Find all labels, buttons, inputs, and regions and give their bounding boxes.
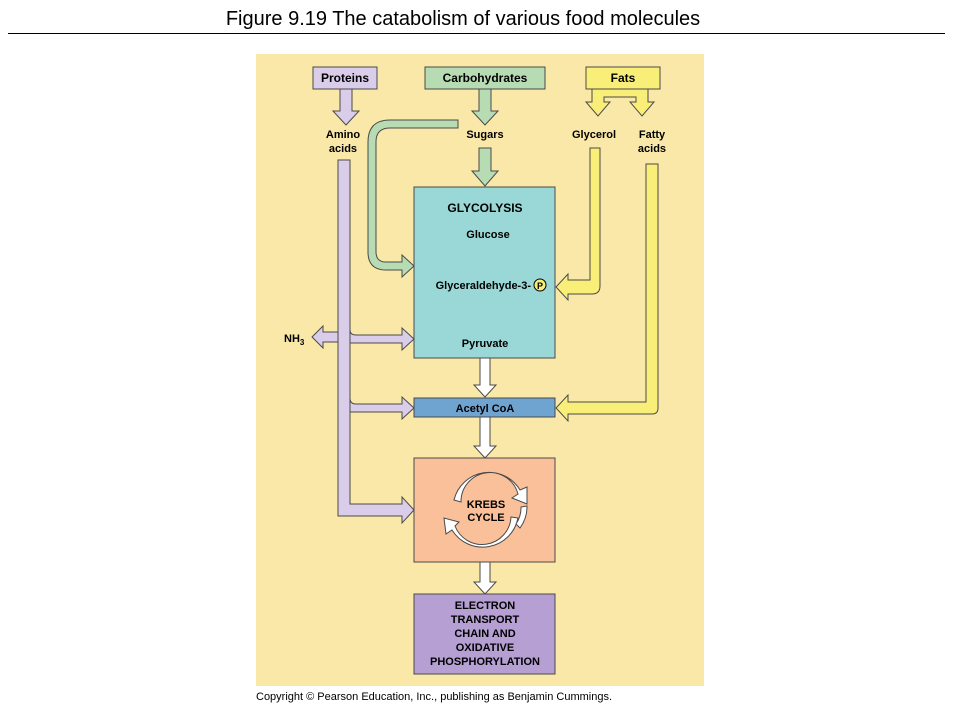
etc-label-line3: CHAIN AND xyxy=(454,628,515,640)
arrow-sugars-to-glycolysis xyxy=(470,147,500,187)
krebs-label-line1: KREBS xyxy=(467,499,506,511)
cycle-arrow-right xyxy=(515,505,528,529)
amino-acids-label-line1: Amino xyxy=(326,129,361,141)
arrow-proteins-to-amino-acids xyxy=(331,88,361,126)
arrow-nh3 xyxy=(311,324,339,350)
cycle-arrow-top xyxy=(453,471,528,505)
protein-pathway xyxy=(311,88,415,525)
etc-label-line5: PHOSPHORYLATION xyxy=(430,656,540,668)
arrow-pyruvate-to-acetyl-coa xyxy=(472,357,498,398)
fatty-acids-label-line1: Fatty xyxy=(639,129,666,141)
nh3-main: NH xyxy=(284,333,300,345)
sugars-label: Sugars xyxy=(466,129,503,141)
arrow-glycerol-to-g3p xyxy=(555,147,601,302)
glucose-label: Glucose xyxy=(466,229,509,241)
arrow-fats-split xyxy=(584,88,656,117)
arrow-amino-acids-to-pyruvate xyxy=(349,326,415,352)
fats-label: Fats xyxy=(611,71,636,85)
etc-label-line4: OXIDATIVE xyxy=(456,642,514,654)
proteins-label: Proteins xyxy=(321,71,369,85)
glycolysis-title: GLYCOLYSIS xyxy=(447,201,522,215)
slide-title: Figure 9.19 The catabolism of various fo… xyxy=(225,8,701,30)
fats-box xyxy=(585,66,661,90)
g3p-label: Glyceraldehyde-3- xyxy=(436,280,532,292)
amino-acids-label-line2: acids xyxy=(329,143,357,155)
etc-label-line1: ELECTRON xyxy=(455,600,516,612)
fatty-acids-label-line2: acids xyxy=(638,143,666,155)
arrow-fatty-acids-to-acetyl-coa xyxy=(555,163,659,423)
fat-pathway xyxy=(555,88,659,423)
glycerol-label: Glycerol xyxy=(572,129,616,141)
arrow-krebs-to-etc xyxy=(472,561,498,595)
acetyl-coa-label: Acetyl CoA xyxy=(456,403,515,415)
krebs-cycle-icon xyxy=(443,471,528,548)
phosphate-label: P xyxy=(537,281,543,291)
krebs-label-line2: CYCLE xyxy=(467,512,504,524)
arrow-carbohydrates-to-sugars xyxy=(470,88,500,126)
copyright-notice: Copyright © Pearson Education, Inc., pub… xyxy=(256,691,613,703)
title-rule xyxy=(8,33,945,34)
pyruvate-label: Pyruvate xyxy=(462,338,508,350)
carbohydrates-label: Carbohydrates xyxy=(443,71,528,85)
arrow-acetyl-coa-to-krebs xyxy=(472,416,498,459)
acetyl-coa-box xyxy=(413,397,556,418)
proteins-box xyxy=(312,66,378,90)
glycolysis-box xyxy=(413,186,556,359)
cycle-arrow-bottom xyxy=(443,516,519,548)
etc-box xyxy=(413,593,556,675)
arrow-amino-acids-to-acetyl-coa xyxy=(349,395,415,421)
nh3-subscript: 3 xyxy=(300,338,305,347)
carbohydrate-pathway xyxy=(367,88,500,279)
phosphate-icon xyxy=(533,278,547,292)
carbohydrates-box xyxy=(424,66,546,90)
nh3-label: NH3 xyxy=(284,333,305,347)
arrow-sugars-to-glucose xyxy=(367,119,459,279)
etc-label-line2: TRANSPORT xyxy=(451,614,520,626)
